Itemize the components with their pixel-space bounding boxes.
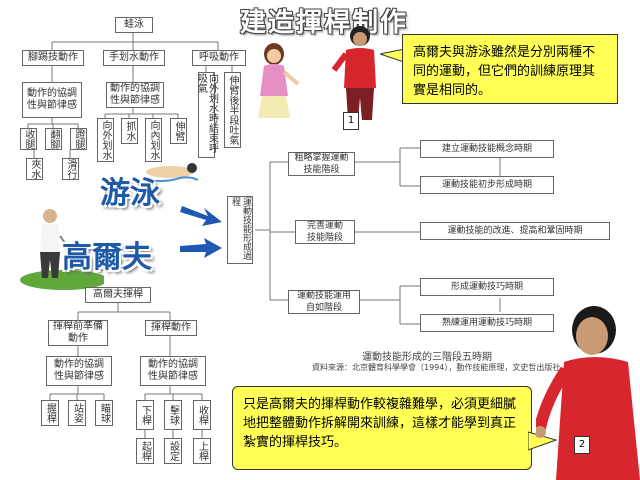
- swim-breath-item: 向外划水時結束呼吸氣: [196, 72, 218, 158]
- period-3: 運動技能的改進、提高和鞏固時期: [420, 222, 610, 240]
- swim-branch-breath: 呼吸動作: [192, 50, 246, 66]
- speech-bubble-bottom: 只是高爾夫的揮桿動作較複雜難學，必須更細膩地把整體動作拆解開來訓練，這樣才能學到…: [232, 386, 532, 470]
- swim-breath-item: 伸臂後半段吐氣: [224, 72, 241, 148]
- golf-swing-sub: 設定: [164, 438, 182, 464]
- golf-swing-item: 下桿: [136, 400, 154, 430]
- figure-tag-1: 1: [343, 112, 359, 130]
- swim-hand-item: 向內划水: [145, 118, 162, 162]
- blue-arrows: [180, 206, 222, 258]
- swim-hand-item: 向外划水: [97, 118, 114, 162]
- page-title: 建造揮桿制作: [240, 8, 409, 38]
- golfer-figure: [20, 209, 104, 290]
- swim-leg-sub: 夾水: [26, 158, 43, 180]
- swim-coord-hand: 動作的協調性與節律感: [106, 82, 164, 108]
- golf-coord-prep: 動作的協調性與節律感: [46, 356, 112, 386]
- golf-swing-sub: 上桿: [193, 438, 211, 464]
- stage-center: 運動技能形成過程: [227, 196, 253, 264]
- swim-leg-item: 翻腳: [45, 128, 62, 150]
- swimming-label: 游泳: [100, 176, 160, 211]
- golf-label: 高爾夫: [62, 240, 152, 275]
- swim-branch-hand: 手划水動作: [103, 50, 165, 66]
- stage-3: 運動技能運用自如階段: [288, 290, 360, 314]
- golf-prep-item: 站姿: [68, 400, 86, 426]
- swim-leg-item: 收腿: [20, 128, 37, 150]
- golf-prep-item: 瞄球: [95, 400, 113, 426]
- stage-2: 完善運動技能階段: [295, 220, 355, 244]
- period-4: 形成運動技巧時期: [420, 278, 554, 296]
- figure-tag-2: 2: [574, 436, 590, 454]
- man-figure: [331, 26, 376, 120]
- golf-prep-item: 握桿: [41, 400, 59, 426]
- swim-coord-leg: 動作的協調性與節律感: [22, 82, 82, 118]
- swim-hand-item: 抓水: [121, 118, 138, 144]
- golf-branch-swing: 揮桿動作: [145, 320, 197, 336]
- speech-bubble-top: 高爾夫與游泳雖然是分別兩種不同的運動，但它們的訓練原理其實是相同的。: [402, 34, 618, 104]
- woman-figure: [258, 43, 300, 118]
- swim-hand-item: 伸臂: [170, 118, 187, 144]
- swim-leg-sub: 滑行: [62, 158, 79, 180]
- golf-root: 高爾夫揮桿: [85, 287, 151, 303]
- golf-swing-item: 收桿: [193, 400, 211, 430]
- period-2: 運動技能初步形成時期: [420, 176, 554, 194]
- golf-swing-item: 擊球: [164, 400, 182, 430]
- golf-coord-swing: 動作的協調性與節律感: [140, 356, 206, 386]
- golf-branch-prep: 揮桿前準備動作: [48, 320, 108, 346]
- period-1: 建立運動技能概念時期: [420, 140, 554, 158]
- period-5: 熟練運用運動技巧時期: [420, 314, 554, 332]
- stage-1: 粗略掌握運動技能階段: [288, 152, 355, 176]
- swimmer-figure: [143, 163, 199, 182]
- swim-branch-leg: 腳踢技動作: [22, 50, 84, 66]
- golf-swing-sub: 起桿: [136, 438, 154, 464]
- stage-caption-source: 資料來源：北京體育科學學會（1994），動作技能原理，文史哲出版社: [312, 363, 561, 372]
- stage-caption-title: 運動技能形成的三階段五時期: [362, 352, 492, 363]
- swim-leg-item: 蹬腿: [70, 128, 87, 150]
- swim-root: 蛙泳: [115, 17, 153, 33]
